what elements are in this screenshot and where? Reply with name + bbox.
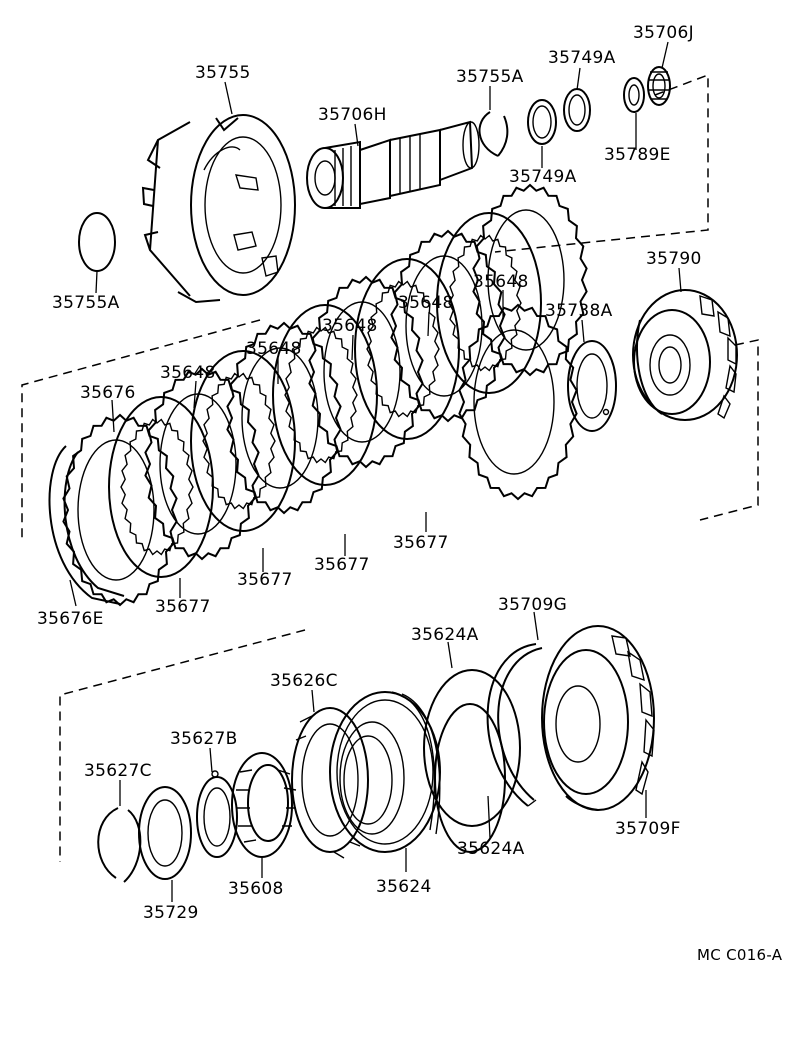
group-frame-top [494,73,709,253]
bearing-35706J [647,66,671,106]
plate-outer-teeth [472,183,588,377]
group-frame-bottom [59,629,306,862]
plate-outer-teeth [308,275,424,469]
clutch-plate-stack [62,183,588,607]
label-35749A-bottom: 35749A [509,167,577,187]
label-35677-b: 35677 [314,555,370,575]
seal-ring-35626C [291,707,369,859]
label-35648-d: 35648 [246,339,302,359]
seal-35624A-inner [434,703,506,853]
label-35624: 35624 [376,877,432,897]
plate-35729 [138,786,192,880]
part-35709F-drum [541,625,655,811]
label-35729: 35729 [143,903,199,923]
leader-lines [69,41,682,902]
plate-outer-edge [436,212,542,394]
part-35706H-shaft [306,120,480,209]
label-35626C: 35626C [270,671,338,691]
label-35738A: 35738A [545,301,613,321]
piston-35624 [329,691,441,853]
drawing-code: MC C016-A [697,946,783,964]
label-35648-c: 35648 [322,316,378,336]
ring-35749A-lower [527,99,557,145]
label-35627C: 35627C [84,761,152,781]
ring-35627B [196,770,238,858]
label-35676E: 35676E [37,609,104,629]
label-35648-b: 35648 [398,293,454,313]
spring-retainer-35608 [231,752,297,858]
seal-35624A-outer [423,669,521,827]
label-35627B: 35627B [170,729,238,749]
label-35677-c: 35677 [237,570,293,590]
plate-inner-edge [241,347,319,489]
plate-outer-teeth [62,413,178,607]
plate-35738A [567,340,617,432]
label-35706H: 35706H [318,105,387,125]
clutch-plate [472,183,588,377]
label-35709G: 35709G [498,595,567,615]
label-35755A-top: 35755A [456,67,524,87]
label-35648-e: 35648 [160,363,216,383]
plate-outer-teeth [390,229,506,423]
label-35676: 35676 [80,383,136,403]
snap-ring-35755A-top [478,111,509,157]
label-35749A-top: 35749A [548,48,616,68]
label-35789E: 35789E [604,145,671,165]
plate-outer-teeth [144,367,260,561]
label-35709F: 35709F [615,819,681,839]
plate-inner-edge [405,255,483,397]
label-35790: 35790 [646,249,702,269]
part-35755-drum [141,114,296,304]
plate-inner-edge [473,329,555,475]
label-35624A-top: 35624A [411,625,479,645]
group-frame-middle-right [699,339,759,521]
label-35677-a: 35677 [393,533,449,553]
label-35648-a: 35648 [473,272,529,292]
washer-35789E [623,77,645,113]
label-35755A-left: 35755A [52,293,120,313]
snap-ring-35755A-left [78,212,116,272]
clutch-plate [458,303,578,501]
label-35608: 35608 [228,879,284,899]
snap-ring-35709G [486,643,543,807]
snap-ring-35627C [97,807,142,883]
plate-inner-edge [487,209,565,351]
part-35790-drum [632,289,738,421]
label-35677-d: 35677 [155,597,211,617]
group-frame-middle [21,319,261,540]
ring-35749A-upper [563,88,591,132]
plate-inner-edge [77,439,155,581]
label-35624A-bottom: 35624A [457,839,525,859]
label-35755: 35755 [195,63,251,83]
label-35706J: 35706J [633,23,694,43]
plate-outer-teeth [226,321,342,515]
plate-inner-edge [159,393,237,535]
plate-outer-teeth [458,303,578,501]
